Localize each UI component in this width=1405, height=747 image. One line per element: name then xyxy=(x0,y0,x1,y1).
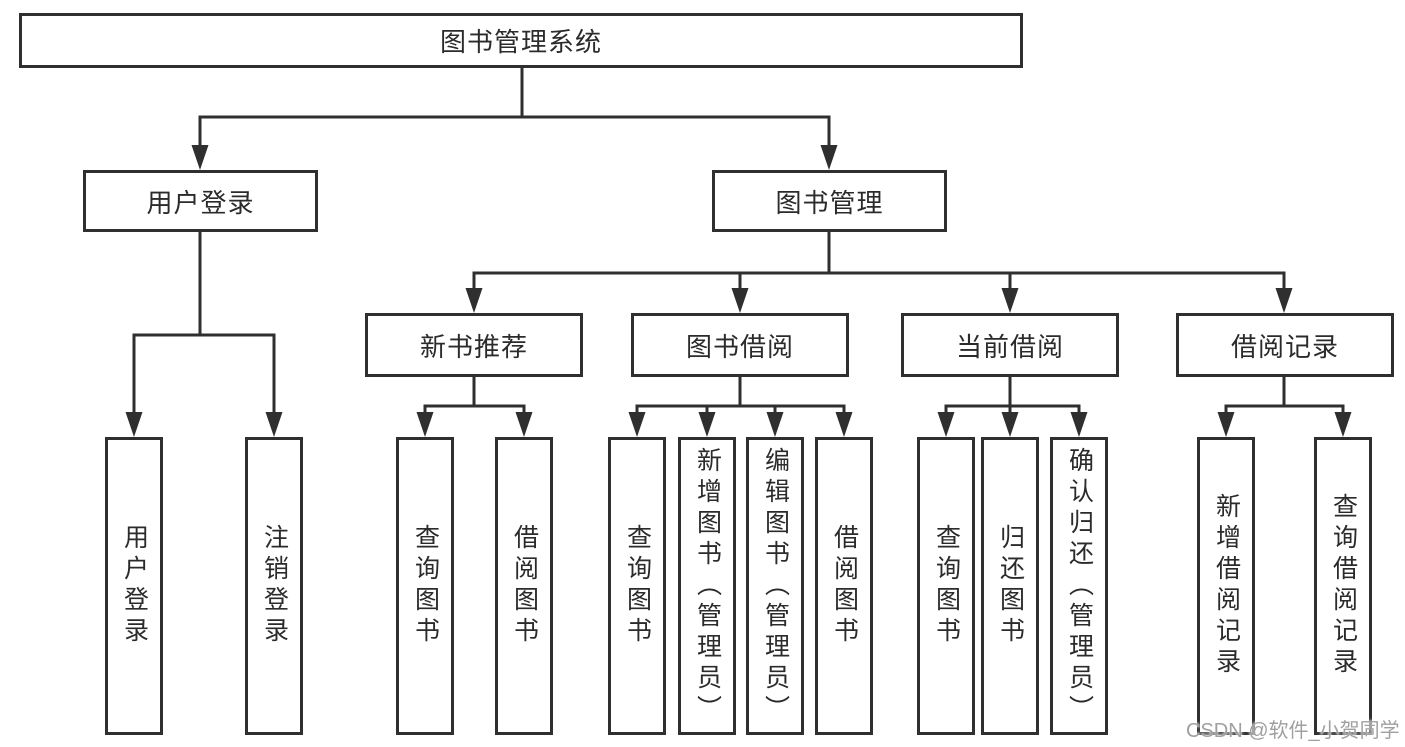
leaf-edit-books-admin: 编辑图书（管理员） xyxy=(746,437,804,735)
node-current-borrowing: 当前借阅 xyxy=(901,313,1119,377)
arrowheads xyxy=(125,145,1352,437)
leaf-query-borrow-record: 查询借阅记录 xyxy=(1314,437,1372,735)
leaf-borrow-books-recommend-label: 借阅图书 xyxy=(510,524,539,648)
leaf-add-books-admin-label: 新增图书（管理员） xyxy=(693,446,722,726)
leaf-confirm-return-admin: 确认归还（管理员） xyxy=(1050,437,1108,735)
node-user-login: 用户登录 xyxy=(83,170,318,232)
connector-new-book-children xyxy=(423,377,526,416)
leaf-add-borrow-record: 新增借阅记录 xyxy=(1197,437,1255,735)
leaf-borrow-books-borrowing: 借阅图书 xyxy=(815,437,873,735)
leaf-return-books-label: 归还图书 xyxy=(996,524,1025,648)
node-book-management-label: 图书管理 xyxy=(775,187,884,218)
connector-book-management-children xyxy=(472,232,1286,292)
leaf-query-borrow-record-label: 查询借阅记录 xyxy=(1329,493,1358,679)
leaf-logout-label: 注销登录 xyxy=(260,524,289,648)
node-new-book-recommendation-label: 新书推荐 xyxy=(419,331,528,362)
node-book-borrowing: 图书借阅 xyxy=(631,313,849,377)
leaf-query-books-current: 查询图书 xyxy=(917,437,975,735)
leaf-query-books-recommend-label: 查询图书 xyxy=(411,524,440,648)
node-root: 图书管理系统 xyxy=(19,13,1023,68)
leaf-borrow-books-borrowing-label: 借阅图书 xyxy=(830,524,859,648)
connector-user-login-children xyxy=(132,232,276,416)
leaf-borrow-books-recommend: 借阅图书 xyxy=(495,437,553,735)
leaf-edit-books-admin-label: 编辑图书（管理员） xyxy=(761,446,790,726)
node-current-borrowing-label: 当前借阅 xyxy=(955,331,1064,362)
node-borrowing-records-label: 借阅记录 xyxy=(1230,331,1339,362)
node-book-borrowing-label: 图书借阅 xyxy=(685,331,794,362)
node-new-book-recommendation: 新书推荐 xyxy=(365,313,583,377)
leaf-return-books: 归还图书 xyxy=(981,437,1039,735)
node-book-management: 图书管理 xyxy=(712,170,947,232)
leaf-query-books-current-label: 查询图书 xyxy=(932,524,961,648)
csdn-watermark: CSDN @软件_小贺同学 xyxy=(1186,720,1400,742)
leaf-user-login-label: 用户登录 xyxy=(120,524,149,648)
leaf-logout: 注销登录 xyxy=(245,437,303,735)
leaf-query-books-borrowing-label: 查询图书 xyxy=(623,524,652,648)
connector-borrow-record-children xyxy=(1224,377,1345,416)
node-root-label: 图书管理系统 xyxy=(439,27,602,57)
connector-current-borrow-children xyxy=(944,377,1081,416)
connector-root-to-level2 xyxy=(198,68,831,150)
node-borrowing-records: 借阅记录 xyxy=(1176,313,1394,377)
leaf-add-books-admin: 新增图书（管理员） xyxy=(678,437,736,735)
node-user-login-label: 用户登录 xyxy=(146,187,255,218)
leaf-query-books-recommend: 查询图书 xyxy=(396,437,454,735)
connector-book-borrow-children xyxy=(635,377,846,416)
leaf-confirm-return-admin-label: 确认归还（管理员） xyxy=(1065,446,1094,726)
leaf-query-books-borrowing: 查询图书 xyxy=(608,437,666,735)
leaf-add-borrow-record-label: 新增借阅记录 xyxy=(1212,493,1241,679)
leaf-user-login: 用户登录 xyxy=(105,437,163,735)
